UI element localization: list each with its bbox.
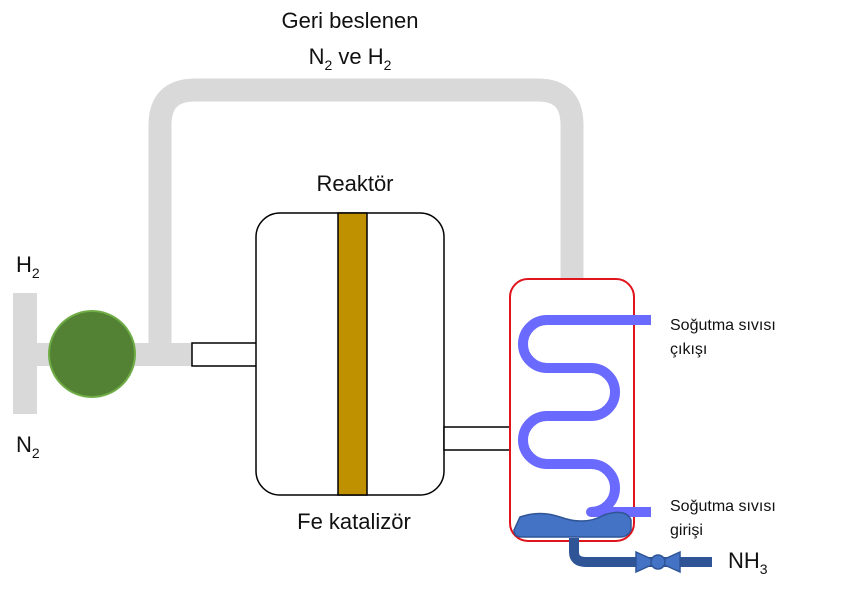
recycle-label-line2: N2 ve H2 — [309, 44, 392, 73]
h2-label: H2 — [16, 252, 40, 281]
n2-label: N2 — [16, 432, 40, 461]
coolant-outlet-label-line2: çıkışı — [670, 341, 707, 358]
product-pipe — [569, 538, 712, 567]
coolant-inlet-label-line2: girişi — [670, 522, 703, 539]
reactor-outlet-pipe — [443, 426, 513, 451]
recycle-label-line1: Geri beslenen — [282, 8, 419, 33]
reactor-inlet-pipe — [191, 342, 259, 367]
coolant-outlet-label-line1: Soğutma sıvısı — [670, 317, 776, 334]
coolant-inlet-label-line1: Soğutma sıvısı — [670, 498, 776, 515]
compressor-pump — [48, 310, 136, 398]
liquid-ammonia-pool — [513, 511, 632, 538]
catalyst-label: Fe katalizör — [297, 509, 411, 534]
valve-icon — [635, 550, 681, 574]
recycle-pipe — [148, 78, 584, 355]
cooling-coil — [518, 315, 651, 517]
nh3-label: NH3 — [728, 548, 768, 577]
catalyst-bed — [337, 212, 368, 496]
reactor-label: Reaktör — [316, 171, 393, 196]
